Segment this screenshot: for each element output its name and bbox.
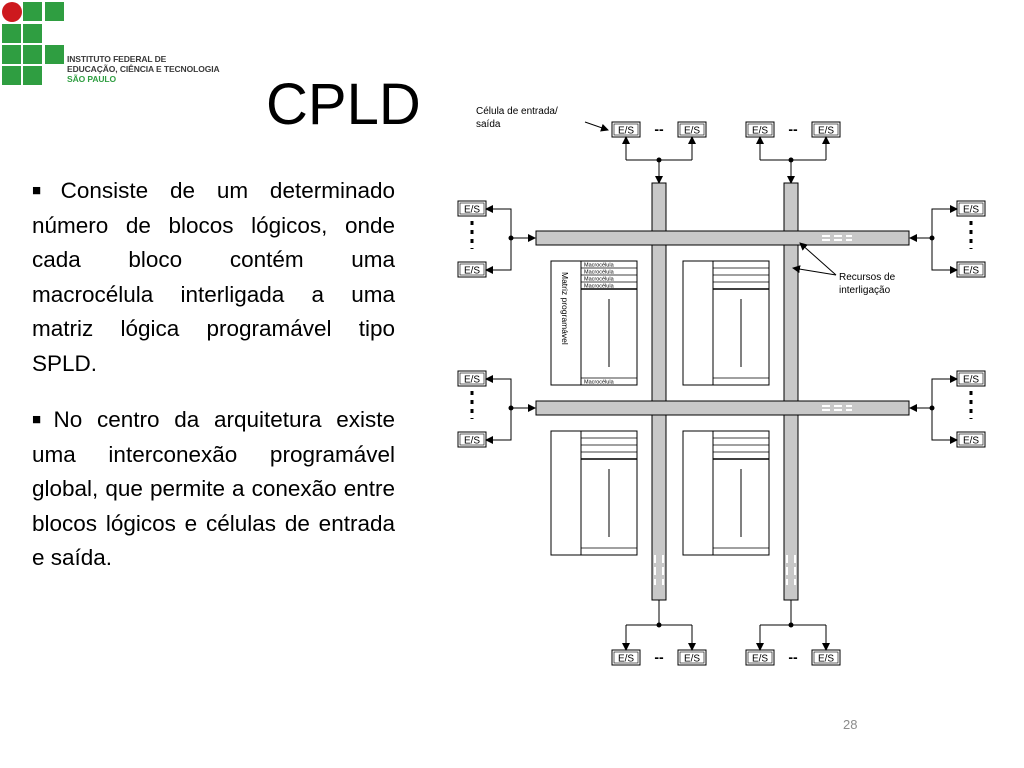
matrix-label: Matriz programável [560,272,570,345]
junction-dot [929,405,935,411]
io-continuation: -- [654,121,664,137]
callout-interconnect-label: Recursos de interligação [839,272,896,296]
io-cell-inner [958,202,984,215]
logo-square [23,66,42,85]
junction-dot [929,235,935,241]
callout-interconnect-line-1: Recursos de [839,272,896,283]
logic-blocks: MacrocélulaMacrocélulaMacrocélulaMacrocé… [550,260,770,556]
junction-dot [788,622,794,628]
io-cell-label: E/S [464,375,480,386]
io-continuation: -- [788,649,798,665]
io-cell-label: E/S [684,126,700,137]
io-cell-label: E/S [618,654,634,665]
junction-dot [656,622,662,628]
io-cells: E/S E/S -- E/S E/S -- E/S E/S -- E/S E/S -- E/S E/S E/… [457,121,986,666]
interconnect-buses [535,182,910,601]
logo-line-3: SÃO PAULO [67,74,117,84]
io-cell-inner [679,651,705,664]
macrocell-label: Macrocélula [584,277,615,283]
io-cell-label: E/S [752,654,768,665]
io-cell-inner [613,123,639,136]
io-continuation: -- [654,649,664,665]
callout-interconnect-line-2: interligação [839,285,891,296]
callout-io-arrow [584,121,609,132]
io-cell-inner [958,263,984,276]
io-cell-label: E/S [618,126,634,137]
logo-square [45,45,64,64]
bullet-text: Consiste de um determinado número de blo… [32,178,396,376]
junction-dot [508,235,514,241]
junction-dot [656,157,662,163]
bullet-item: ■No centro da arquitetura existe uma int… [32,403,395,576]
bullet-marker: ■ [32,182,57,199]
institute-logo: INSTITUTO FEDERAL DE EDUCAÇÃO, CIÊNCIA E… [0,0,230,90]
logo-square [23,2,42,21]
io-cell-inner [613,651,639,664]
junction-dot [788,157,794,163]
io-cell-inner [459,263,485,276]
logic-block [682,260,770,386]
io-cell-label: E/S [818,126,834,137]
slide-title: CPLD [266,72,421,137]
logo-square [2,24,21,43]
bullet-marker: ■ [32,411,50,428]
io-cell-inner [813,123,839,136]
wires [485,136,958,651]
logic-block [550,430,638,556]
bullet-list: ■Consiste de um determinado número de bl… [32,174,395,598]
logo-square [23,24,42,43]
callout-interconnect-arrow-1 [799,242,837,276]
logo-square [45,2,64,21]
io-cell-label: E/S [684,654,700,665]
callout-interconnect-arrow-2 [792,265,837,276]
logic-block [682,430,770,556]
logo-square [23,45,42,64]
io-cell-label: E/S [464,436,480,447]
horizontal-bus [535,230,910,246]
io-cell-label: E/S [963,266,979,277]
wire [931,378,957,441]
macrocell-label: Macrocélula [584,380,615,386]
vertical-bus [651,182,667,601]
io-cell-inner [459,372,485,385]
junction-dot [508,405,514,411]
io-continuation: -- [788,121,798,137]
io-cell-inner [813,651,839,664]
logo-square [2,45,21,64]
macrocell-label: Macrocélula [584,284,615,290]
bullet-item: ■Consiste de um determinado número de bl… [32,174,395,381]
io-cell-inner [958,372,984,385]
logo-square [2,66,21,85]
callout-io-line-1: Célula de entrada/ [476,106,558,117]
io-cell-inner [958,433,984,446]
io-cell-inner [459,202,485,215]
logo-line-2: EDUCAÇÃO, CIÊNCIA E TECNOLOGIA [67,64,220,74]
logo-text: INSTITUTO FEDERAL DE EDUCAÇÃO, CIÊNCIA E… [67,54,220,84]
io-cell-label: E/S [818,654,834,665]
io-cell-inner [679,123,705,136]
callout-io-label: Célula de entrada/saída [476,106,558,130]
cpld-diagram: E/S E/S -- E/S E/S -- E/S E/S -- E/S E/S -- E/S E/S E/… [457,106,986,666]
io-cell-label: E/S [464,205,480,216]
io-cell-label: E/S [963,205,979,216]
logo-red-dot [2,2,22,22]
wire [931,208,957,271]
io-cell-label: E/S [464,266,480,277]
macrocell-label: Macrocélula [584,270,615,276]
wire [486,208,512,271]
callout-io-line-2: saída [476,119,501,130]
io-cell-label: E/S [752,126,768,137]
io-cell-inner [747,123,773,136]
io-cell-label: E/S [963,436,979,447]
io-cell-label: E/S [963,375,979,386]
logo-line-1: INSTITUTO FEDERAL DE [67,54,167,64]
horizontal-bus [535,400,910,416]
io-cell-inner [459,433,485,446]
io-cell-inner [747,651,773,664]
vertical-bus [783,182,799,601]
bullet-text: No centro da arquitetura existe uma inte… [32,407,395,570]
wire [486,378,512,441]
macrocell-label: Macrocélula [584,263,615,269]
page-number: 28 [843,717,858,732]
